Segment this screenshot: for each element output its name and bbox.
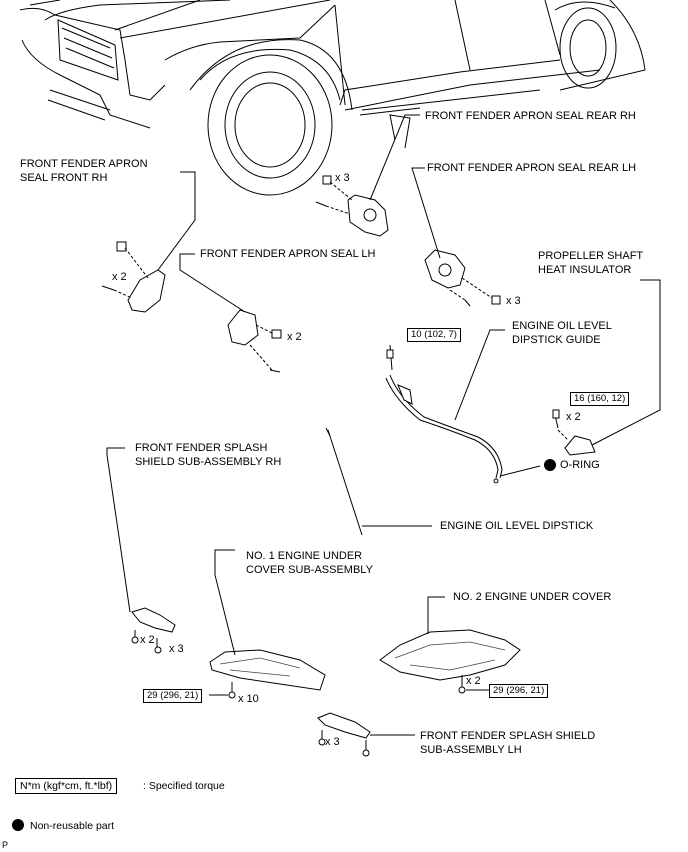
dipstick-part [325, 427, 432, 536]
torque-no1-cover: 29 (296, 21) [143, 689, 203, 703]
label-dipstick-guide-l1: ENGINE OIL LEVEL [512, 320, 612, 332]
label-no1-cover-l2: COVER SUB-ASSEMBLY [246, 564, 373, 576]
dipstick-guide-part [385, 329, 541, 484]
label-apron-seal-front-rh-l2: SEAL FRONT RH [20, 172, 108, 184]
torque-insulator: 16 (160, 12) [570, 392, 630, 406]
heat-insulator-part [552, 279, 661, 456]
apron-seal-front-rh-part [101, 171, 196, 313]
label-apron-seal-lh: FRONT FENDER APRON SEAL LH [200, 248, 376, 260]
non-reusable-dot [544, 459, 556, 471]
label-splash-shield-lh-l2: SUB-ASSEMBLY LH [420, 744, 522, 756]
splash-shield-lh-part [317, 712, 415, 757]
apron-seal-lh-part [179, 253, 282, 373]
label-apron-seal-front-rh-l1: FRONT FENDER APRON [20, 158, 148, 170]
label-splash-shield-lh-l1: FRONT FENDER SPLASH SHIELD [420, 730, 596, 742]
torque-no2-cover: 29 (296, 21) [489, 684, 549, 698]
qty-no2-cover-bolts: x 2 [466, 675, 481, 687]
label-dipstick: ENGINE OIL LEVEL DIPSTICK [440, 520, 594, 532]
footer-code: P [2, 840, 9, 850]
label-heat-insulator-l2: HEAT INSULATOR [538, 264, 632, 276]
qty-splash-rh-clips: x 3 [169, 643, 184, 655]
no1-under-cover-part [209, 549, 326, 699]
qty-seal-lh-clips: x 2 [287, 331, 302, 343]
torque-dipstick-guide: 10 (102, 7) [407, 328, 461, 342]
label-splash-shield-rh-l2: SHIELD SUB-ASSEMBLY RH [135, 456, 282, 468]
vehicle-illustration [19, 0, 646, 196]
qty-rear-rh-clips: x 3 [335, 172, 350, 184]
qty-insulator-bolts: x 2 [566, 411, 581, 423]
apron-seal-rear-lh-part [411, 167, 501, 307]
label-dipstick-guide-l2: DIPSTICK GUIDE [512, 334, 601, 346]
label-apron-seal-rear-lh: FRONT FENDER APRON SEAL REAR LH [427, 162, 637, 174]
no2-under-cover-part [379, 596, 521, 694]
label-no2-cover: NO. 2 ENGINE UNDER COVER [453, 591, 612, 603]
label-heat-insulator-l1: PROPELLER SHAFT [538, 250, 644, 262]
qty-splash-rh-bolts: x 2 [140, 634, 155, 646]
splash-shield-rh-part [106, 447, 176, 654]
label-o-ring: O-RING [560, 459, 600, 471]
label-splash-shield-rh-l1: FRONT FENDER SPLASH [135, 442, 268, 454]
legend-torque-units: N*m (kgf*cm, ft.*lbf) [15, 778, 118, 794]
qty-front-rh-clips: x 2 [112, 271, 127, 283]
legend-nonreusable-desc: Non-reusable part [30, 820, 115, 832]
apron-seal-rear-rh-part [315, 114, 420, 237]
label-apron-seal-rear-rh: FRONT FENDER APRON SEAL REAR RH [425, 110, 636, 122]
qty-splash-lh-clips: x 3 [325, 736, 340, 748]
qty-no1-cover-bolts: x 10 [238, 693, 259, 705]
label-no1-cover-l1: NO. 1 ENGINE UNDER [246, 550, 363, 562]
legend-nonreusable-dot [12, 819, 24, 831]
qty-rear-lh-clips: x 3 [506, 295, 521, 307]
legend-torque-desc: : Specified torque [143, 780, 225, 792]
